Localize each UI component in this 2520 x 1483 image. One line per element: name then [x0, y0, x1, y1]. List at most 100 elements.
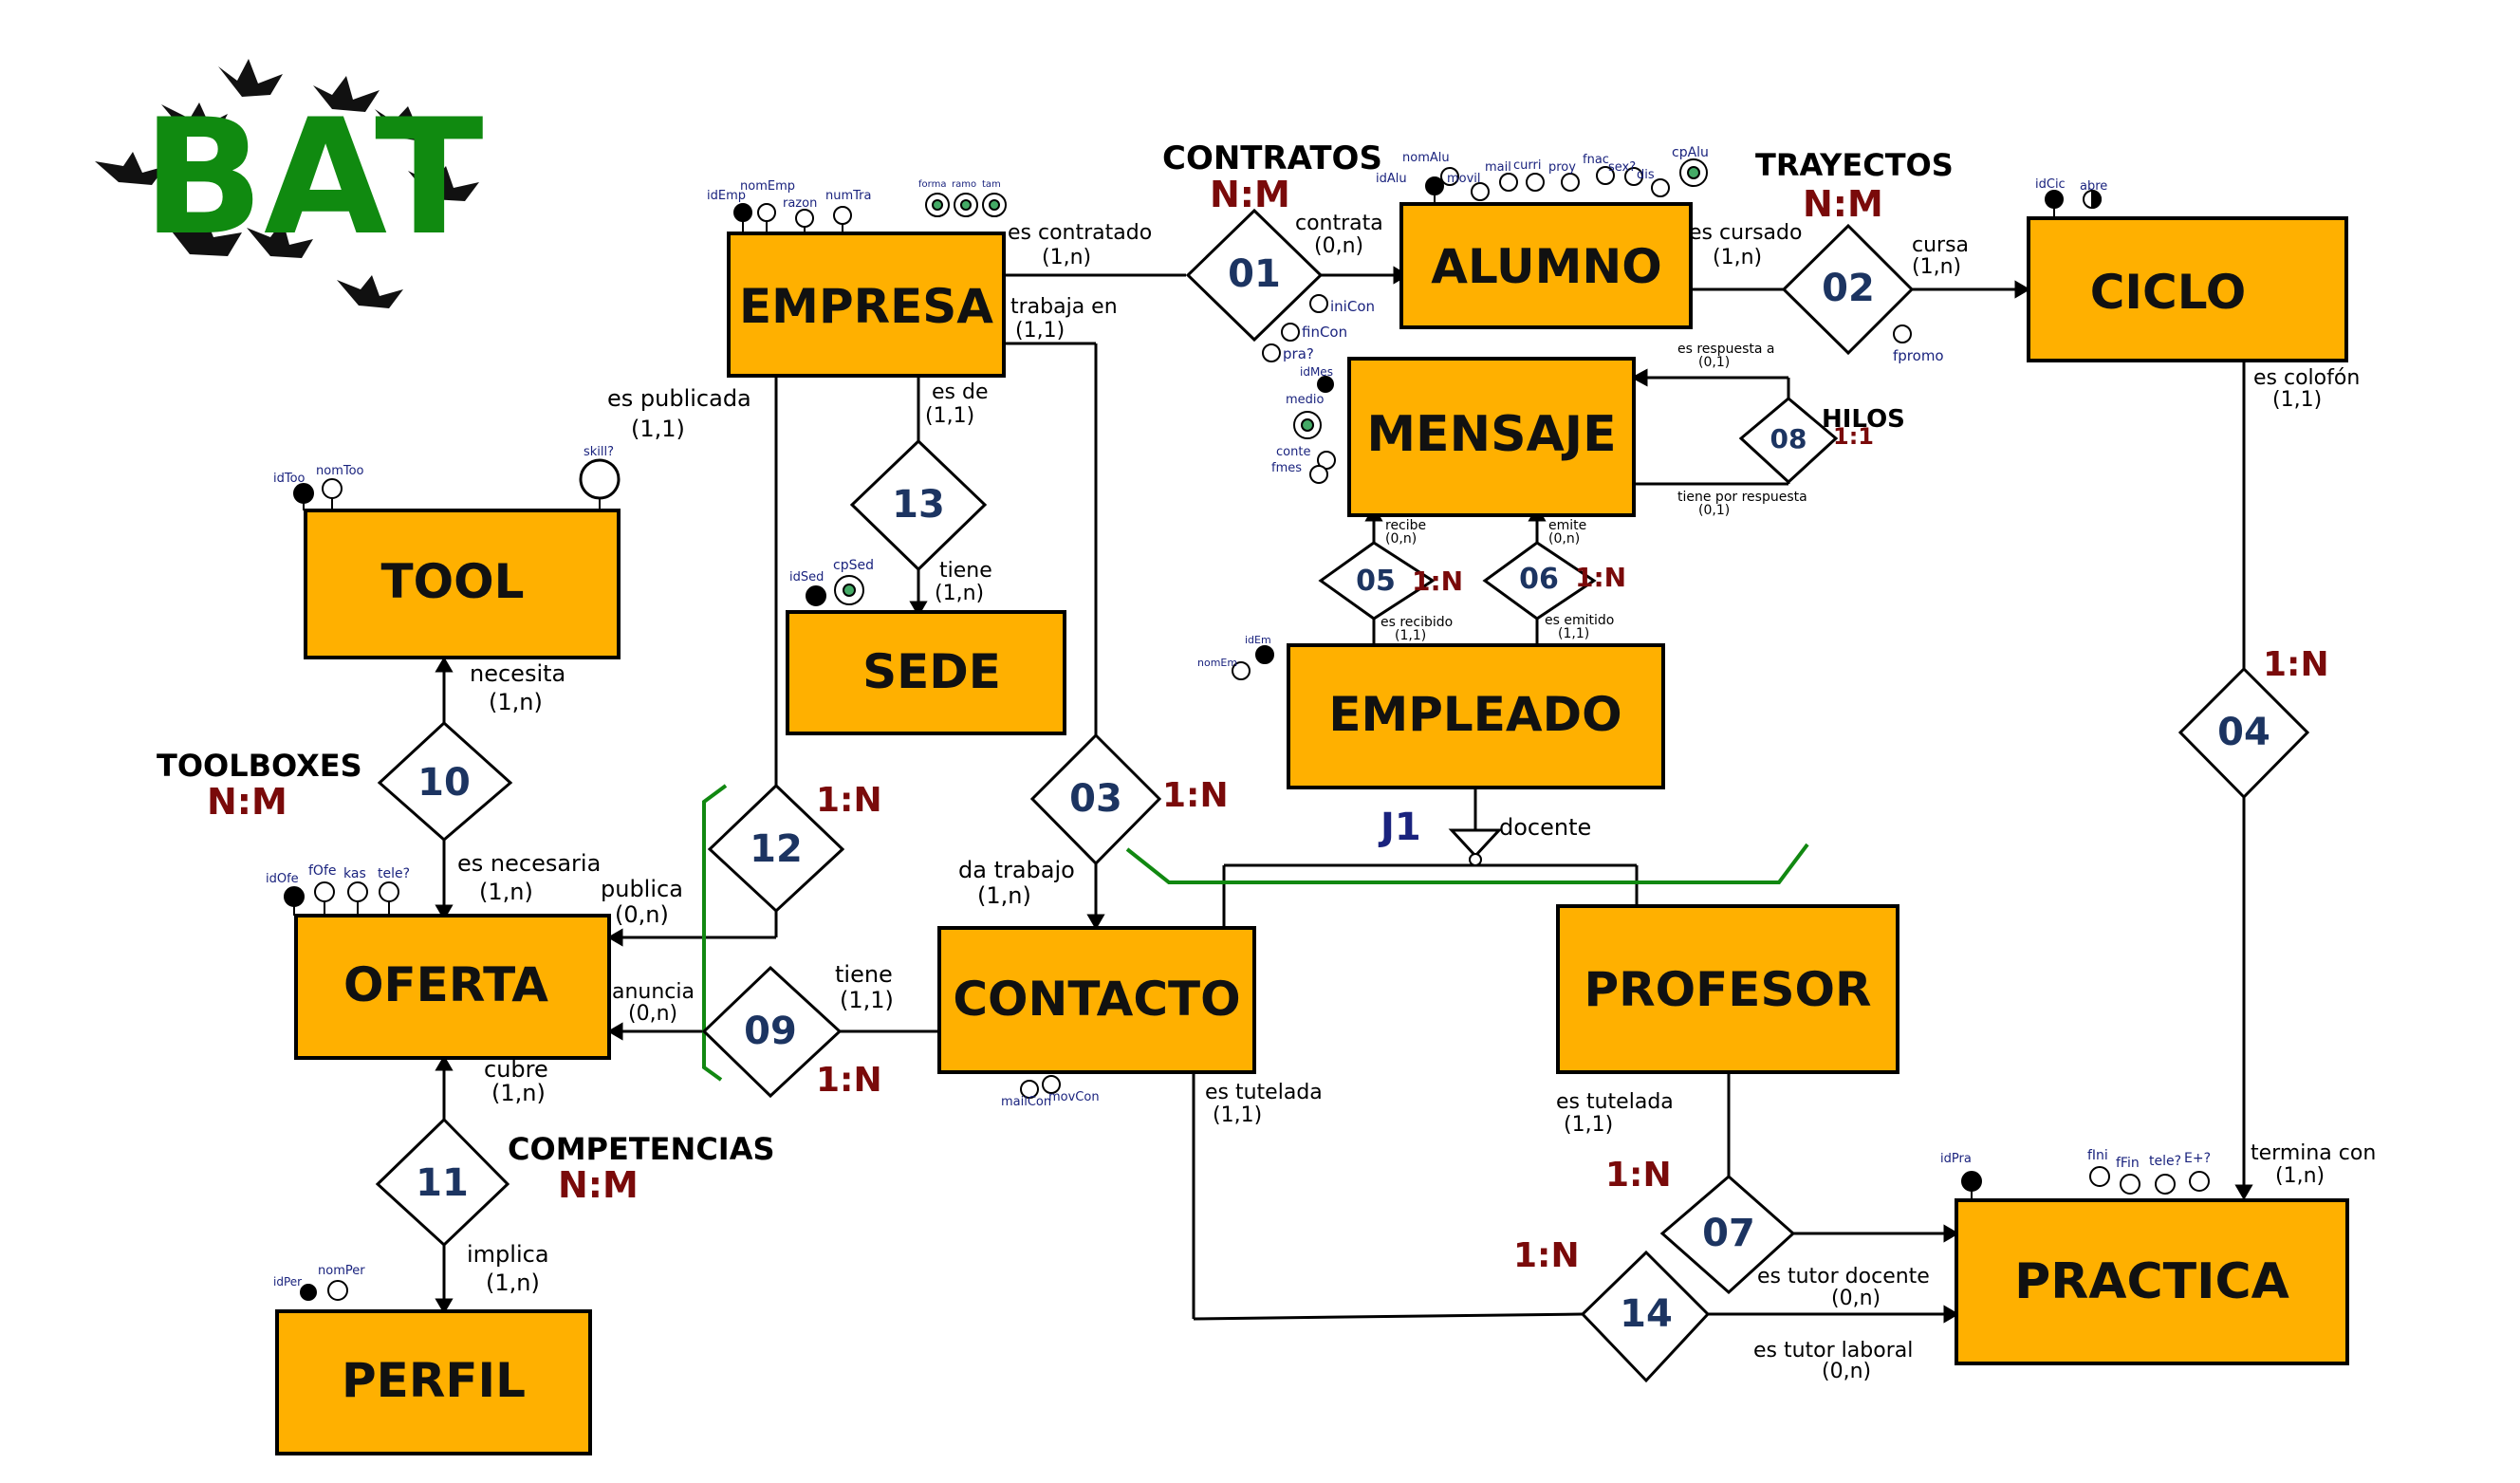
attr-fpromo: fpromo: [1893, 347, 1944, 364]
rel-13-label: 13: [892, 483, 945, 527]
rel-04-diamond: [2177, 666, 2310, 800]
entity-alumno-box: [1399, 202, 1693, 329]
pk-idSed-icon: [806, 585, 826, 606]
card-es-de-c: (1,1): [925, 404, 974, 428]
pk-idEm-icon: [1255, 645, 1274, 664]
entity-tool-box: [304, 509, 621, 659]
card-emite-c: (0,n): [1548, 531, 1580, 547]
attr-idEmp: idEmp: [707, 189, 746, 203]
attr-idCic: idCic: [2035, 177, 2066, 192]
hierarchy-j1: J1 docente: [1378, 806, 1591, 866]
ratio-trayectos: N:M: [1803, 183, 1883, 225]
attr-nomPer: nomPer: [318, 1264, 365, 1278]
attributes: [284, 158, 2210, 1301]
attr-idAlu: idAlu: [1376, 172, 1407, 186]
card-publica-c: (0,n): [615, 901, 669, 928]
card-cursa: cursa: [1912, 233, 1969, 257]
card-es-publicada: es publicada: [607, 385, 751, 412]
entity-mensaje: MENSAJE: [1366, 406, 1616, 463]
card-recibe: recibe: [1385, 518, 1426, 533]
card-es-tutelada-contacto-c: (1,1): [1213, 1103, 1262, 1127]
relname-trayectos: TRAYECTOS: [1755, 147, 1954, 183]
relname-contratos: CONTRATOS: [1162, 139, 1382, 177]
entity-mensaje-box: [1347, 357, 1636, 517]
attr-fnac: fnac: [1583, 153, 1609, 167]
attr-pra: pra?: [1283, 345, 1314, 362]
card-da-trabajo-c: (1,n): [977, 882, 1031, 909]
relationship-numbers: 01 02 03 04 05 06 07 08 09 10 11 12 13 1…: [416, 252, 2270, 1336]
rel-05-label: 05: [1356, 565, 1396, 598]
card-es-contratado-c: (1,n): [1042, 246, 1091, 269]
rel-03-label: 03: [1069, 777, 1122, 821]
attr-iniCon: iniCon: [1330, 298, 1375, 315]
hierarchy-label: J1: [1378, 806, 1421, 849]
card-cubre: cubre: [484, 1056, 548, 1083]
relationship-names: CONTRATOS N:M TRAYECTOS N:M HILOS 1:1 TO…: [157, 139, 2329, 1275]
card-contrata: contrata: [1295, 212, 1383, 235]
attr-idEm: idEm: [1245, 634, 1271, 646]
card-es-cursado: es cursado: [1689, 221, 1802, 245]
attr-fFin: fFin: [2116, 1156, 2140, 1171]
card-recibe-c: (0,n): [1385, 531, 1417, 547]
card-tiene-respuesta: tiene por respuesta: [1677, 490, 1807, 505]
attr-abre: abre: [2080, 179, 2107, 194]
card-trabaja-en: trabaja en: [1010, 295, 1118, 319]
card-es-colofon: es colofón: [2253, 366, 2360, 390]
ratio-hilos: 1:1: [1833, 423, 1874, 450]
rel-03-diamond: [1029, 732, 1162, 866]
card-es-emitido: es emitido: [1545, 613, 1614, 628]
rel-14-diamond: [1580, 1250, 1711, 1383]
ratio-09: 1:N: [816, 1061, 882, 1100]
diamonds: [375, 208, 2310, 1383]
attr-skill: skill?: [584, 445, 614, 459]
entity-empleado-box: [1287, 643, 1665, 789]
rel-08-label: 08: [1770, 423, 1807, 454]
card-tiene-contacto-c: (1,1): [840, 987, 894, 1013]
attr-idMes: idMes: [1300, 365, 1333, 379]
card-es-respuesta-c: (0,1): [1698, 355, 1730, 370]
relname-hilos: HILOS: [1822, 405, 1905, 434]
pk-idToo-icon: [293, 483, 314, 504]
rel-02-label: 02: [1822, 267, 1875, 310]
card-tiene-respuesta-c: (0,1): [1698, 503, 1730, 518]
card-es-tutor-docente-c: (0,n): [1831, 1287, 1881, 1310]
card-tiene-sede: tiene: [939, 559, 992, 583]
attr-mailCon: mailCon: [1001, 1095, 1051, 1109]
attribute-labels: idEmp nomEmp razon numTra forma ramo tam…: [266, 145, 2211, 1288]
entity-perfil: PERFIL: [342, 1353, 526, 1408]
relname-competencias: COMPETENCIAS: [508, 1131, 775, 1167]
card-es-recibido-c: (1,1): [1395, 628, 1426, 643]
logo: BAT: [95, 59, 484, 308]
card-es-tutor-laboral: es tutor laboral: [1753, 1339, 1913, 1363]
card-publica: publica: [601, 876, 683, 902]
card-es-emitido-c: (1,1): [1558, 626, 1589, 641]
attr-mail: mail: [1485, 160, 1511, 175]
card-emite: emite: [1548, 518, 1586, 533]
attr-movCon: movCon: [1048, 1090, 1100, 1104]
rel-06-label: 06: [1519, 563, 1559, 596]
card-es-contratado: es contratado: [1008, 221, 1152, 245]
pk-idMes-icon: [1317, 376, 1334, 393]
card-es-cursado-c: (1,n): [1713, 246, 1762, 269]
attr-cpSed: cpSed: [833, 558, 874, 573]
ratio-05: 1:N: [1412, 565, 1463, 597]
ratio-03: 1:N: [1162, 776, 1229, 815]
attr-idToo: idToo: [273, 472, 306, 486]
entity-alumno: ALUMNO: [1431, 239, 1661, 294]
card-anuncia-c: (0,n): [628, 1002, 677, 1026]
logo-text: BAT: [142, 84, 484, 270]
rel-11-label: 11: [416, 1161, 469, 1205]
rel-07-diamond: [1659, 1175, 1796, 1295]
card-es-necesaria-c: (1,n): [479, 879, 533, 905]
attr-movil: movil: [1447, 172, 1481, 186]
attr-nomAlu: nomAlu: [1402, 151, 1450, 165]
green-separators: [702, 784, 1809, 1082]
card-es-respuesta: es respuesta a: [1677, 342, 1774, 357]
card-termina-con: termina con: [2251, 1141, 2376, 1165]
attr-dis: dis: [1637, 168, 1655, 182]
entity-profesor: PROFESOR: [1584, 962, 1872, 1017]
attr-ramo: ramo: [952, 179, 976, 190]
entity-perfil-box: [275, 1309, 592, 1455]
card-tiene-contacto: tiene: [835, 961, 893, 988]
